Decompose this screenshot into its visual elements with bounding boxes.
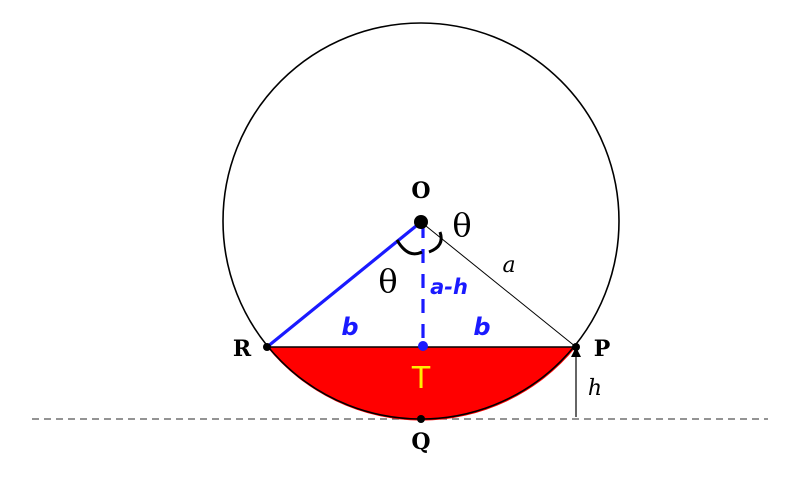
label-p: P bbox=[594, 336, 611, 362]
angle-arc-left bbox=[395, 239, 423, 256]
label-b-left: b bbox=[341, 313, 358, 341]
radius-or bbox=[265, 220, 423, 349]
point-q bbox=[417, 415, 425, 423]
point-t bbox=[418, 341, 428, 351]
label-theta-left: θ bbox=[378, 262, 397, 300]
label-h: h bbox=[588, 376, 602, 401]
point-p bbox=[572, 343, 580, 351]
label-b-right: b bbox=[473, 313, 490, 341]
circular-segment bbox=[267, 347, 576, 421]
point-r bbox=[263, 343, 271, 351]
radius-op bbox=[420, 221, 577, 348]
label-a-minus-h: a-h bbox=[430, 275, 468, 299]
label-o: O bbox=[411, 178, 430, 204]
label-r: R bbox=[233, 336, 252, 362]
label-theta-right: θ bbox=[452, 206, 471, 244]
label-q: Q bbox=[411, 429, 430, 455]
label-a: a bbox=[502, 253, 515, 278]
point-o bbox=[414, 215, 428, 229]
label-t: T bbox=[411, 361, 431, 396]
angle-arc-right bbox=[428, 231, 443, 254]
